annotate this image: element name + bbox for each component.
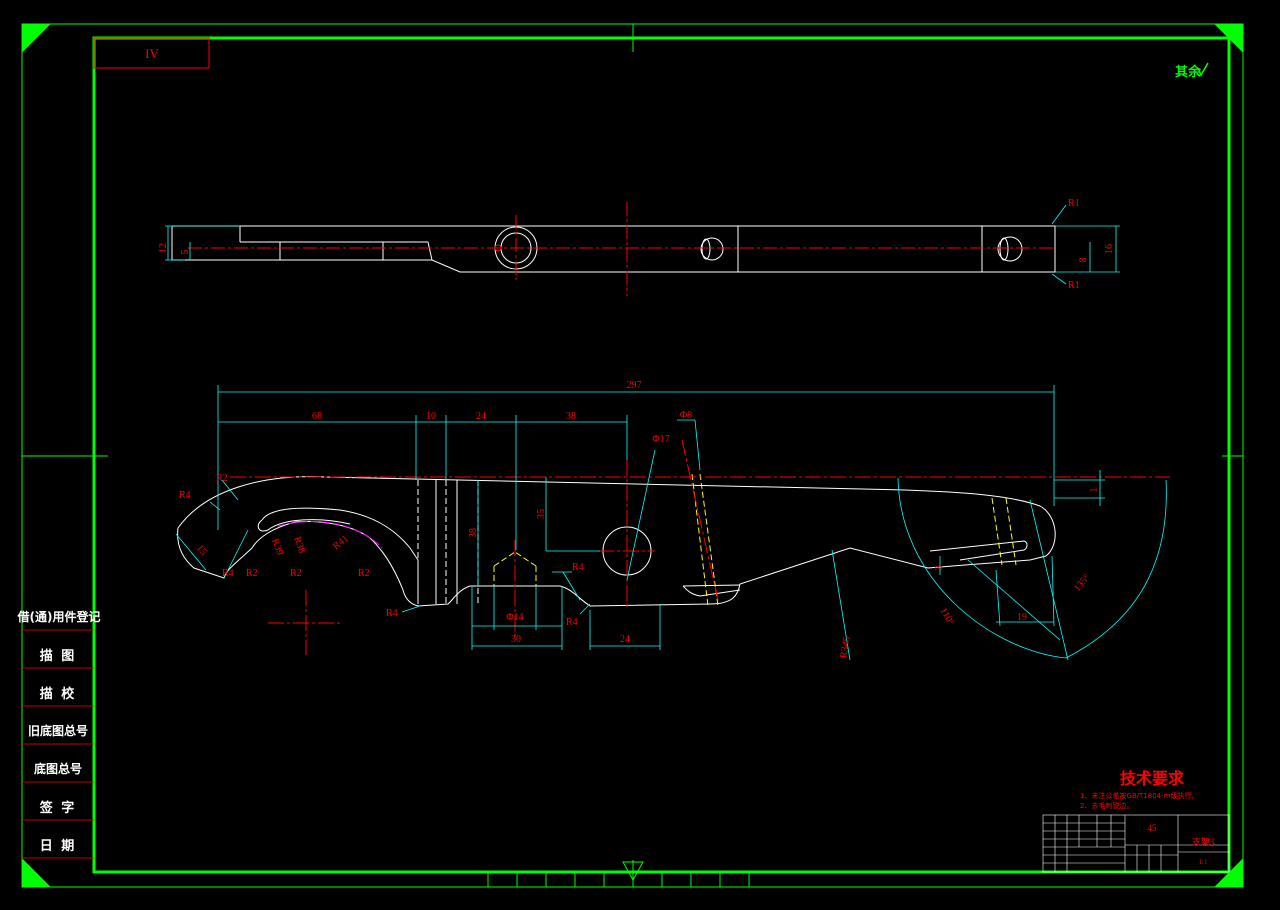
dim-r2-mid: R2 [290,568,302,579]
dim-r4-lower-right: R4 [566,617,578,628]
title-block-name: 支架3 [1192,836,1215,847]
front-view: 297 68 10 24 38 Φ8 Φ17 35 38 R4 R2 15 R4… [175,380,1170,661]
dim-24-bottom: 24 [620,634,630,645]
side-panel-date: 日 期 [39,838,77,854]
dim-phi8: Φ8 [680,410,692,421]
side-panel-tracing: 描 图 [39,648,77,664]
dim-top-r1-upper: R1 [1068,198,1080,209]
dim-top-5: 5 [180,250,191,255]
dim-r4-bottom: R4 [386,608,398,619]
dim-35: 35 [536,509,547,519]
dim-r345: R345 [838,636,853,659]
dim-38-top: 38 [566,411,576,422]
dim-r2-top: R2 [216,473,228,484]
dim-top-r1-lower: R1 [1068,280,1080,291]
dim-19: 19 [1017,612,1027,623]
dim-r4-lower: R4 [222,568,234,579]
side-panel-master-no: 底图总号 [33,761,82,776]
surface-finish-symbol [1197,62,1209,77]
dim-r2-right: R2 [358,568,370,579]
dim-68: 68 [312,411,322,422]
side-panel-grid [22,629,94,859]
side-panel-signature: 签 字 [39,800,77,816]
side-panel-old-master-no: 旧底图总号 [27,723,88,738]
zone-code-box: IV [93,37,210,69]
dim-24-top: 24 [476,411,486,422]
dim-phi17: Φ17 [652,434,669,445]
notes-title: 技术要求 [1120,769,1185,788]
dim-38-vertical: 38 [468,528,479,538]
title-block-material: 45 [1148,823,1158,833]
dim-top-16: 16 [1104,244,1115,254]
dim-r4-left: R4 [179,490,191,501]
dim-3: 3 [934,566,945,571]
dim-phi14: Φ14 [506,612,523,623]
dim-110deg: 110° [937,606,956,628]
dim-297: 297 [627,380,642,391]
dim-r38: R38 [291,535,307,554]
dim-r39: R39 [269,537,285,556]
technical-notes: 技术要求 1、未注公差按GB/T1804-m级执行。 2、去毛刺锐边。 [1080,769,1198,810]
dim-r4-mid: R4 [572,562,584,573]
sheet-frame [21,23,1244,888]
note-1: 1、未注公差按GB/T1804-m级执行。 [1080,791,1198,800]
zone-code: IV [145,46,159,61]
dim-135deg: 135° [1072,572,1093,594]
title-block [1042,814,1230,873]
side-panel-tracing-check: 描 校 [39,686,77,702]
dim-r41: R41 [331,533,351,552]
top-view: 12 5 R1 R1 16 8 [158,198,1120,296]
dim-top-8: 8 [1078,258,1089,263]
dim-r2-lower: R2 [246,568,258,579]
dim-30: 30 [511,634,521,645]
surface-finish-note: 其余 [1175,64,1202,80]
title-block-scale: 1:1 [1199,858,1208,866]
side-panel-borrowed-parts: 借(通)用件登记 [17,609,101,624]
dim-15: 15 [194,543,209,558]
dim-1: 1 [1089,488,1100,493]
note-2: 2、去毛刺锐边。 [1080,801,1133,810]
dim-top-12: 12 [158,243,169,253]
dim-10: 10 [426,411,436,422]
